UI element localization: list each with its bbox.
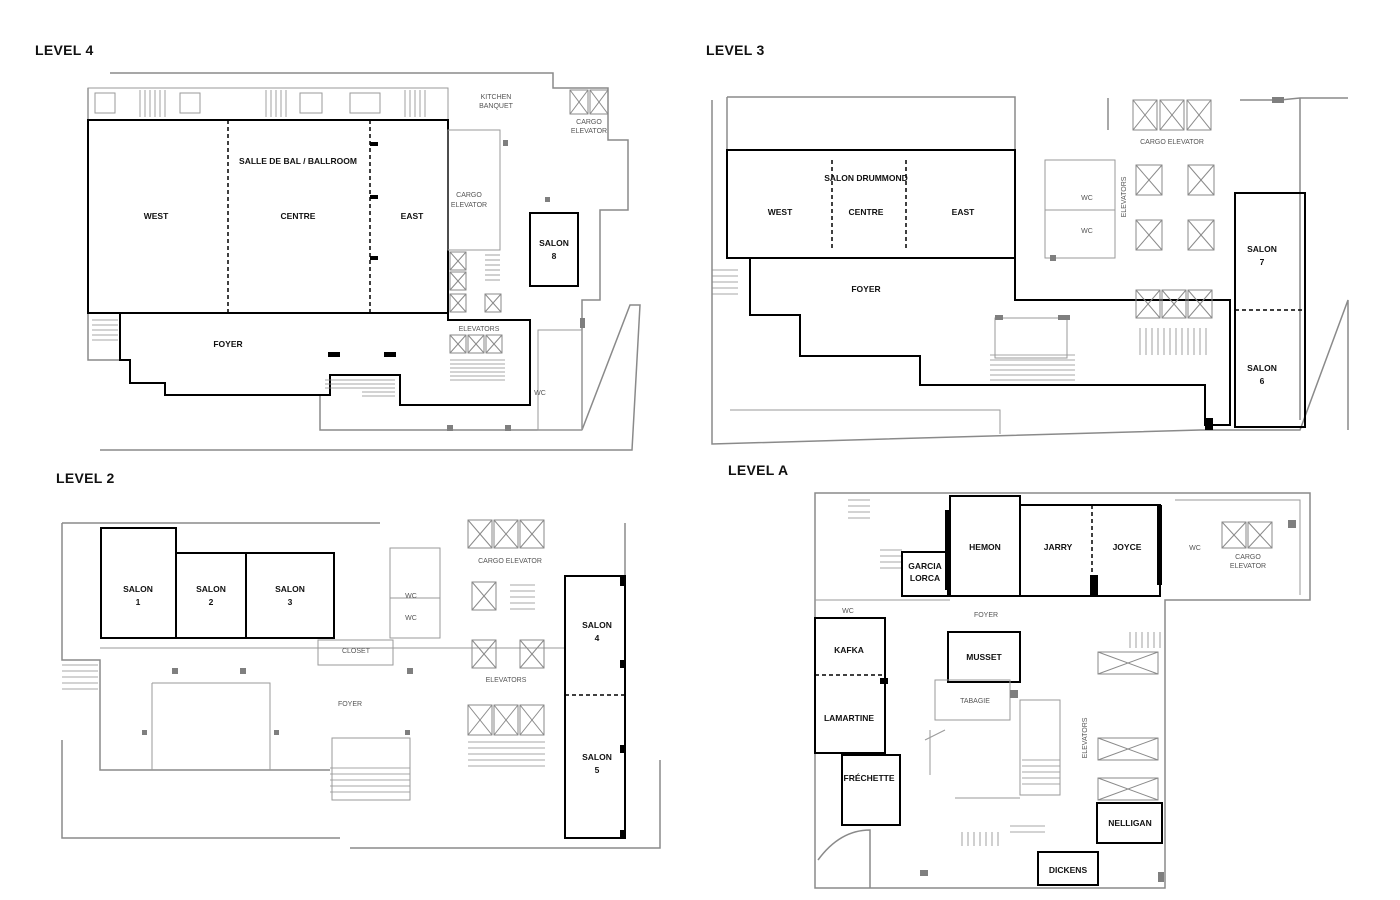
wc-label-2: WC — [842, 608, 854, 615]
elevators-label: ELEVATORS — [459, 326, 500, 333]
jarry-label: JARRY — [1044, 542, 1073, 552]
salon-drummond-room[interactable] — [726, 149, 1016, 259]
elevator-icon — [467, 519, 545, 736]
salon-2-label: SALON — [196, 584, 226, 594]
salon-3-room[interactable] — [245, 552, 335, 639]
level-3-foyer[interactable] — [749, 257, 1231, 426]
garcia-label: GARCIA — [908, 561, 942, 571]
level-2-title: LEVEL 2 — [56, 470, 115, 486]
elevator-icon — [1132, 99, 1215, 319]
salon-1-number: 1 — [136, 597, 141, 607]
cargo-elevator-label-2: ELEVATOR — [1230, 563, 1266, 570]
salon-2-room[interactable] — [175, 552, 247, 639]
stairs-icon — [139, 90, 426, 117]
wc-label: WC — [534, 390, 546, 397]
ballroom-room[interactable] — [87, 119, 449, 314]
level-4-plan: SALLE DE BAL / BALLROOM WEST CENTRE EAST… — [87, 72, 641, 451]
salon-8-label: SALON — [539, 238, 569, 248]
level-a-plan: HEMON JARRY JOYCE GARCIA LORCA KAFKA MUS… — [814, 492, 1311, 889]
foyer-label: FOYER — [338, 701, 362, 708]
centre-label: CENTRE — [281, 211, 316, 221]
salon-7-label: SALON — [1247, 244, 1277, 254]
level-a-title: LEVEL A — [728, 462, 789, 478]
frechette-label: FRÉCHETTE — [844, 773, 895, 783]
cargo-elevator-label: CARGO — [1235, 554, 1261, 561]
kafka-label: KAFKA — [834, 645, 864, 655]
elevators-label: ELEVATORS — [1121, 176, 1128, 217]
banquet-label: BANQUET — [479, 103, 514, 110]
salon-8-number: 8 — [552, 251, 557, 261]
foyer-label: FOYER — [851, 284, 880, 294]
salon-drummond-label: SALON DRUMMOND — [824, 173, 908, 183]
salon-3-label: SALON — [275, 584, 305, 594]
nelligan-label: NELLIGAN — [1108, 818, 1151, 828]
foyer-label: FOYER — [974, 612, 998, 619]
cargo-elevator-label: CARGO ELEVATOR — [478, 558, 542, 565]
cargo-elevator-label-b2: ELEVATOR — [451, 202, 487, 209]
wc-label-2: WC — [405, 615, 417, 622]
salon-1-label: SALON — [123, 584, 153, 594]
elevators-label: ELEVATORS — [486, 677, 527, 684]
cargo-elevator-label: CARGO — [576, 119, 602, 126]
salon-6-label: SALON — [1247, 363, 1277, 373]
ballroom-label: SALLE DE BAL / BALLROOM — [239, 156, 357, 166]
dickens-label: DICKENS — [1049, 865, 1088, 875]
kafka-lamartine-room[interactable] — [814, 617, 886, 754]
lamartine-label: LAMARTINE — [824, 713, 874, 723]
centre-label: CENTRE — [849, 207, 884, 217]
elevators-label: ELEVATORS — [1082, 717, 1089, 758]
frechette-room[interactable] — [841, 754, 901, 826]
level-4-title: LEVEL 4 — [35, 42, 94, 58]
west-label: WEST — [768, 207, 793, 217]
kitchen-label: KITCHEN — [481, 94, 512, 101]
cargo-elevator-label: CARGO ELEVATOR — [1140, 139, 1204, 146]
salon-3-number: 3 — [288, 597, 293, 607]
cargo-elevator-label-b: CARGO — [456, 192, 482, 199]
level-4-foyer[interactable] — [119, 312, 531, 406]
salon-5-label: SALON — [582, 752, 612, 762]
nelligan-room[interactable] — [1096, 802, 1163, 844]
east-label: EAST — [952, 207, 975, 217]
salon-8-room[interactable] — [529, 212, 579, 287]
wc-label: WC — [1189, 545, 1201, 552]
level-2-plan: SALON 1 SALON 2 SALON 3 SALON 4 SALON 5 … — [61, 519, 661, 849]
elevator-icon — [1097, 521, 1273, 801]
wc-label: WC — [1081, 195, 1093, 202]
wc-label: WC — [405, 593, 417, 600]
salon-1-room[interactable] — [100, 527, 177, 639]
level-3-title: LEVEL 3 — [706, 42, 765, 58]
lorca-label: LORCA — [910, 573, 940, 583]
salon-7-number: 7 — [1260, 257, 1265, 267]
salon-5-number: 5 — [595, 765, 600, 775]
musset-room[interactable] — [947, 631, 1021, 683]
elevator-icon — [449, 89, 609, 354]
west-label: WEST — [144, 211, 169, 221]
level-3-plan: SALON DRUMMOND WEST CENTRE EAST FOYER SA… — [711, 96, 1349, 445]
joyce-label: JOYCE — [1113, 542, 1142, 552]
salon-2-number: 2 — [209, 597, 214, 607]
salon-4-5-room[interactable] — [564, 575, 626, 839]
musset-label: MUSSET — [966, 652, 1002, 662]
east-label: EAST — [401, 211, 424, 221]
salon-4-number: 4 — [595, 633, 600, 643]
closet-label: CLOSET — [342, 648, 371, 655]
foyer-label: FOYER — [213, 339, 242, 349]
cargo-elevator-label-2: ELEVATOR — [571, 128, 607, 135]
hemon-label: HEMON — [969, 542, 1001, 552]
tabagie-label: TABAGIE — [960, 698, 990, 705]
wc-label-2: WC — [1081, 228, 1093, 235]
dickens-room[interactable] — [1037, 851, 1099, 886]
salon-4-label: SALON — [582, 620, 612, 630]
salon-6-number: 6 — [1260, 376, 1265, 386]
